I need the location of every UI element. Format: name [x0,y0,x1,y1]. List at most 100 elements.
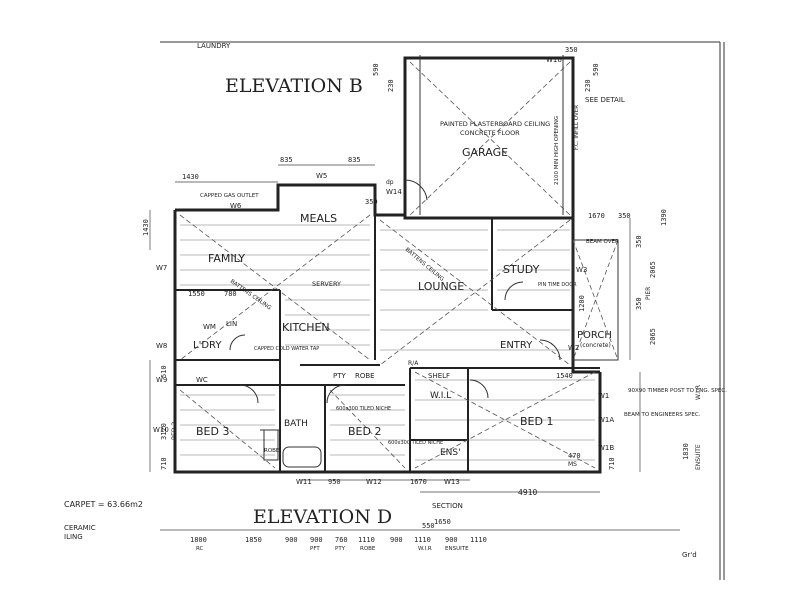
ceiling-note: PAINTED PLASTERBOARD CEILING [440,120,550,128]
pty-label: PTY [333,372,346,380]
bottom-label-2: PTY [335,546,346,552]
bottom-dim-4: 760 [335,536,348,544]
wm-label: WM [203,323,216,331]
dim-1430-top: 1430 [182,173,199,181]
dim-230-a: 230 [387,79,395,92]
porch-label: PORCH [577,330,612,341]
ens-label: ENS' [440,448,461,458]
laundry-top-label: LAUNDRY [197,42,231,50]
dim-510: 510 [160,365,168,378]
dim-835-a: 835 [280,156,293,164]
lin-label: LIN [226,320,237,328]
timber-post-note: 90X90 TIMBER POST TO ENG. SPEC. [628,388,727,394]
kitchen-label: KITCHEN [282,321,330,334]
dim-350-c: 350 [635,297,643,310]
house-outline [173,183,619,474]
pin-door-note: PIN TIME DOOR [538,282,577,288]
window-w12: W12 [366,478,382,486]
window-w6: W6 [230,202,242,210]
dim-1200: 1200 [578,295,586,312]
bottom-label-3: ROBE [360,546,376,552]
section-note: SECTION [432,502,463,510]
tiled-niche-1: 600x300 TILED NICHE [336,406,391,412]
dim-3120: 3120 [160,423,168,440]
bottom-dim-9: 1110 [470,536,487,544]
capped-gas-note: CAPPED GAS OUTLET [200,193,259,199]
window-w1b: W1B [598,444,614,452]
dim-1830: 1830 [682,443,690,460]
dim-470: 470 [568,452,581,460]
elevation-b-heading: ELEVATION B [225,75,363,97]
dim-1390: 1390 [660,209,668,226]
shelf-label: SHELF [428,372,450,380]
window-w7: W7 [156,264,167,272]
bottom-label-4: W.I.R [418,546,432,552]
dim-4910: 4910 [518,488,537,497]
door-arc [229,334,246,351]
dim-710-b: 710 [608,457,616,470]
entry-label: ENTRY [500,340,533,351]
dim-2065-b: 2065 [649,328,657,345]
dim-1430-side: 1430 [142,219,150,236]
dim-2065-a: 2065 [649,261,657,278]
dim-1670: 1670 [588,212,605,220]
porch-sub-label: (concrete) [580,342,611,349]
rwl-note: R/A [408,360,419,367]
bathtub [282,446,322,468]
opening-note: 2100 MIN HIGH OPENING [554,116,560,185]
study-label: STUDY [503,263,540,276]
dim-350-top: 350 [565,46,578,54]
wir-side-label: W.I.R [695,385,702,400]
window-w2: W2 [568,344,579,352]
dim-1650: 1650 [434,518,451,526]
beam-over-note: BEAM OVER [586,239,619,245]
dim-780: 780 [224,290,237,298]
grd-label: Gr'd [682,551,697,559]
bottom-dim-2: 900 [285,536,298,544]
window-w14: W14 [386,188,402,196]
dim-1550: 1550 [188,290,205,298]
dim-350-w: 350 [365,198,378,206]
bed1-label: BED 1 [520,415,553,428]
robe-cabinet [263,429,279,461]
tile-grid [180,224,595,461]
internal-walls [175,215,600,472]
robe2-label: ROBE [264,448,280,454]
window-w1a: W1A [598,416,614,424]
dim-350-a: 350 [618,212,631,220]
pier-label: PIER [645,287,652,300]
bottom-label-5: ENSUITE [445,546,469,552]
capped-water-note: CAPPED COLD WATER TAP [254,346,319,352]
tiled-niche-2: 600x300 TILED NICHE [388,440,443,446]
bath-label: BATH [284,419,308,429]
dim-590-b: 590 [592,63,600,76]
ceramic-note: CERAMIC [64,524,96,532]
bottom-dim-1: 1850 [245,536,262,544]
see-detail-note: SEE DETAIL [585,96,625,104]
bottom-dim-6: 900 [390,536,403,544]
window-w11: W11 [296,478,312,486]
window-w9: W9 [156,376,167,384]
dim-950: 950 [328,478,341,486]
bottom-dim-0: 1800 [190,536,207,544]
dim-550: 550 [422,522,435,530]
bottom-label-1: PFT [310,546,320,552]
bottom-label-0: RC [196,546,204,552]
bottom-dim-8: 900 [445,536,458,544]
window-w3: W3 [576,266,587,274]
bottom-dim-5: 1110 [358,536,375,544]
window-w8: W8 [156,342,167,350]
window-w16: W16 [546,56,562,64]
door-arc [326,384,346,404]
window-w13: W13 [444,478,460,486]
ms-label: MS [568,461,577,468]
bottom-dim-3: 900 [310,536,323,544]
lounge-label: LOUNGE [418,280,464,293]
dp-label: dp [386,179,394,186]
window-w10: W10 [153,426,169,434]
dim-835-b: 835 [348,156,361,164]
dim-350-b: 350 [635,235,643,248]
dim-710-a: 710 [160,457,168,470]
